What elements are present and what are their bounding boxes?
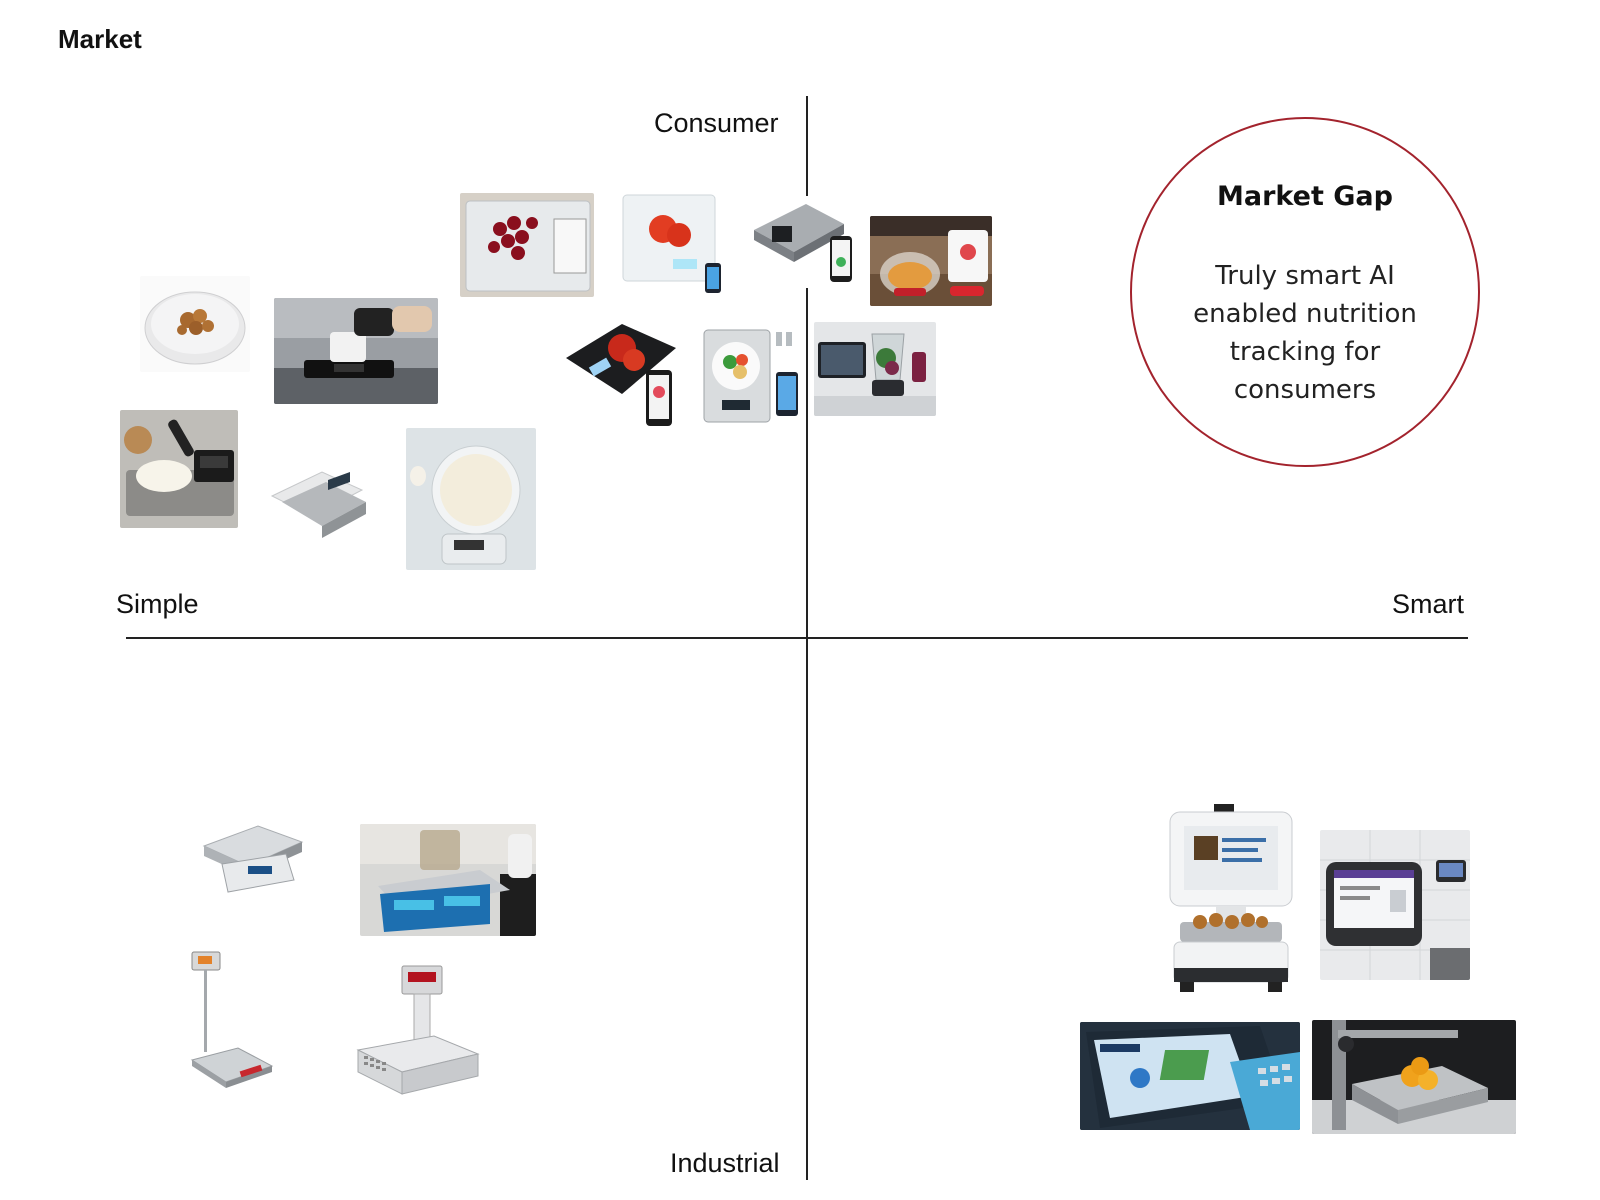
retail-touchscreen-scale-image — [1080, 1022, 1300, 1130]
market-gap-title: Market Gap — [1217, 181, 1393, 212]
horizontal-axis-line — [126, 637, 1468, 639]
silver-scale-app-image — [750, 196, 856, 288]
axis-label-simple: Simple — [116, 589, 199, 619]
espresso-drip-scale-image — [274, 298, 438, 404]
mini-digital-scale-image — [120, 410, 238, 528]
ai-camera-produce-scale-image — [1312, 1020, 1516, 1134]
kiosk-camera-food-scale-image — [1166, 804, 1296, 1002]
cherries-nutrition-scale-image — [460, 193, 594, 297]
wall-mounted-waste-scale-image — [1320, 830, 1470, 980]
tomato-glass-scale-app-image — [617, 189, 727, 301]
blender-tablet-scale-image — [814, 322, 936, 416]
round-scale-with-walnuts-image — [140, 276, 250, 372]
axis-label-smart: Smart — [1392, 589, 1465, 619]
label-printing-scale-image — [350, 964, 484, 1110]
flour-bowl-scale-image — [406, 428, 536, 570]
page-title: Market — [58, 24, 142, 54]
axis-label-consumer: Consumer — [654, 108, 779, 138]
blue-display-counting-scale-image — [360, 824, 536, 936]
market-gap-description: Truly smart AI enabled nutrition trackin… — [1193, 261, 1417, 405]
axis-label-industrial: Industrial — [670, 1148, 780, 1178]
salad-plate-scale-app-image — [700, 326, 802, 426]
pocket-jewelry-scale-image — [262, 452, 380, 552]
black-glass-scale-app-image — [562, 318, 686, 432]
platform-floor-scale-image — [188, 950, 278, 1104]
bench-counting-scale-image — [198, 820, 308, 904]
smoothie-tablet-scale-image — [870, 216, 992, 306]
market-gap-circle: Market Gap Truly smart AI enabled nutrit… — [1130, 117, 1480, 467]
